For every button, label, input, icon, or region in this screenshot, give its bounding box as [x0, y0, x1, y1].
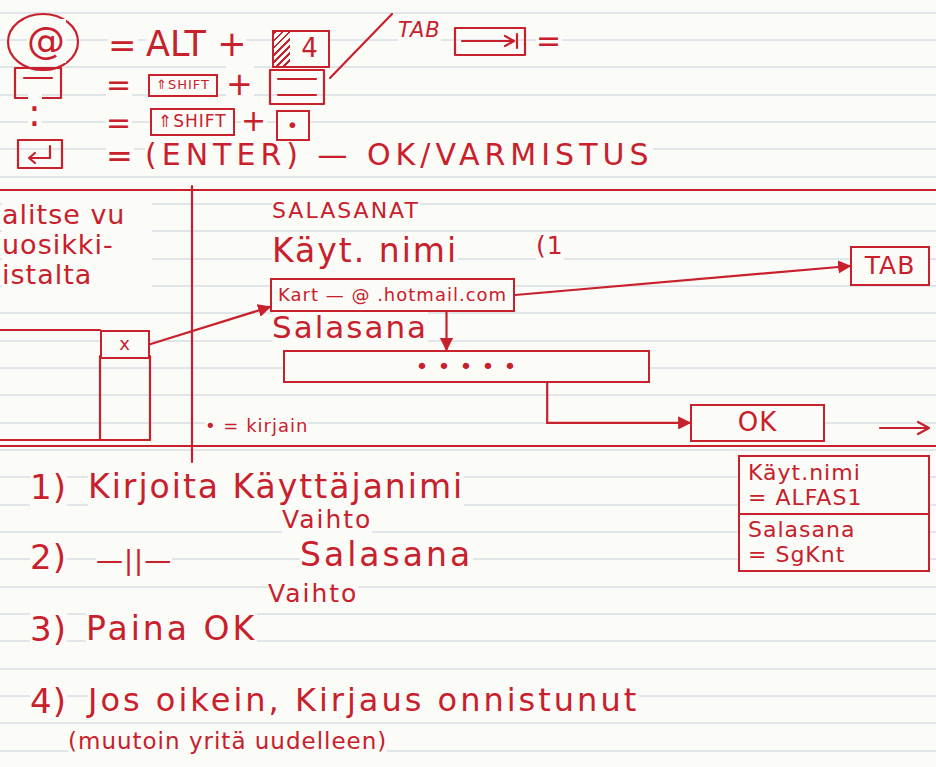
step-text: Paina OK [86, 610, 257, 648]
ruled-lines [0, 13, 936, 751]
dash-key-symbol [270, 70, 324, 104]
connector-arrow [515, 266, 850, 295]
box-text: x [119, 334, 131, 355]
section-line [0, 445, 936, 447]
dialog-title: SALASANAT [272, 198, 420, 223]
key-description: (ENTER) — OK/VARMISTUS [145, 138, 653, 173]
key-cap: • [276, 110, 310, 141]
plus-sign: + [241, 104, 267, 139]
next-arrow [880, 422, 929, 434]
equals-sign: = [106, 68, 132, 103]
box-text: = ALFAS1 [740, 485, 928, 514]
connector-arrow [547, 383, 690, 423]
step-number: 2) [30, 538, 67, 577]
window-sketch [0, 330, 150, 440]
connector-arrow [445, 312, 447, 350]
section-line [191, 186, 193, 462]
step-text: Salasana [300, 536, 473, 574]
key-symbol: @ [27, 19, 66, 63]
callout-number: (1 [536, 232, 564, 261]
box-text: = SgKnt [748, 542, 920, 567]
button: OK [690, 404, 825, 442]
step-note: Vaihto [282, 506, 372, 535]
key-cap: ⇑SHIFT [148, 74, 218, 97]
box-text: • • • • • [416, 354, 518, 379]
box-text: ⇑SHIFT [158, 112, 227, 132]
step-note: (muutoin yritä uudelleen) [68, 728, 387, 754]
equals-sign: = [108, 26, 138, 65]
input-field: Kart — @ .hotmail.com [270, 278, 515, 312]
box-text: Kart — @ .hotmail.com [278, 285, 507, 306]
input-field: • • • • • [283, 350, 650, 383]
box-text: OK [738, 408, 778, 438]
ditto-mark: —||— [96, 544, 172, 575]
key-cap: ⇑SHIFT [150, 108, 235, 136]
box-text: ⇑SHIFT [156, 78, 210, 93]
equals-sign: = [106, 138, 134, 175]
instruction-note: alitse vu uosikki- istalta [2, 200, 152, 290]
box-text: • [287, 114, 300, 137]
box-text: Käyt.nimi [748, 460, 920, 485]
key-name: TAB [398, 18, 441, 42]
tab-key-symbol [455, 28, 525, 55]
step-number: 3) [30, 610, 67, 649]
step-number: 1) [30, 468, 67, 507]
step-note: Vaihto [268, 580, 358, 609]
equals-sign: = [106, 106, 132, 141]
window-close-box: x [100, 330, 150, 359]
credentials-table: Käyt.nimi= ALFAS1Salasana= SgKnt [738, 455, 930, 572]
key-symbol: : [28, 92, 42, 136]
key-name: ALT + [146, 24, 246, 64]
step-text: Jos oikein, Kirjaus onnistunut [88, 682, 639, 719]
divider-stroke [330, 14, 392, 78]
connector-arrow [150, 307, 270, 344]
enter-key-symbol [18, 140, 62, 168]
key-cap: 4 [272, 30, 330, 68]
box-text: 4 [301, 34, 319, 64]
legend-note: • = kirjain [205, 416, 308, 437]
step-text: Kirjoita Käyttäjanimi [88, 468, 464, 506]
box-text: Salasana [748, 517, 920, 542]
key-box: TAB [850, 246, 930, 286]
field-label: Käyt. nimi [272, 232, 458, 270]
equals-sign: = [536, 24, 562, 59]
step-number: 4) [30, 682, 67, 721]
box-text: TAB [865, 252, 916, 281]
section-line [0, 189, 936, 191]
plus-sign: + [226, 66, 254, 103]
field-label: Salasana [272, 310, 428, 346]
at-circle [8, 14, 78, 70]
